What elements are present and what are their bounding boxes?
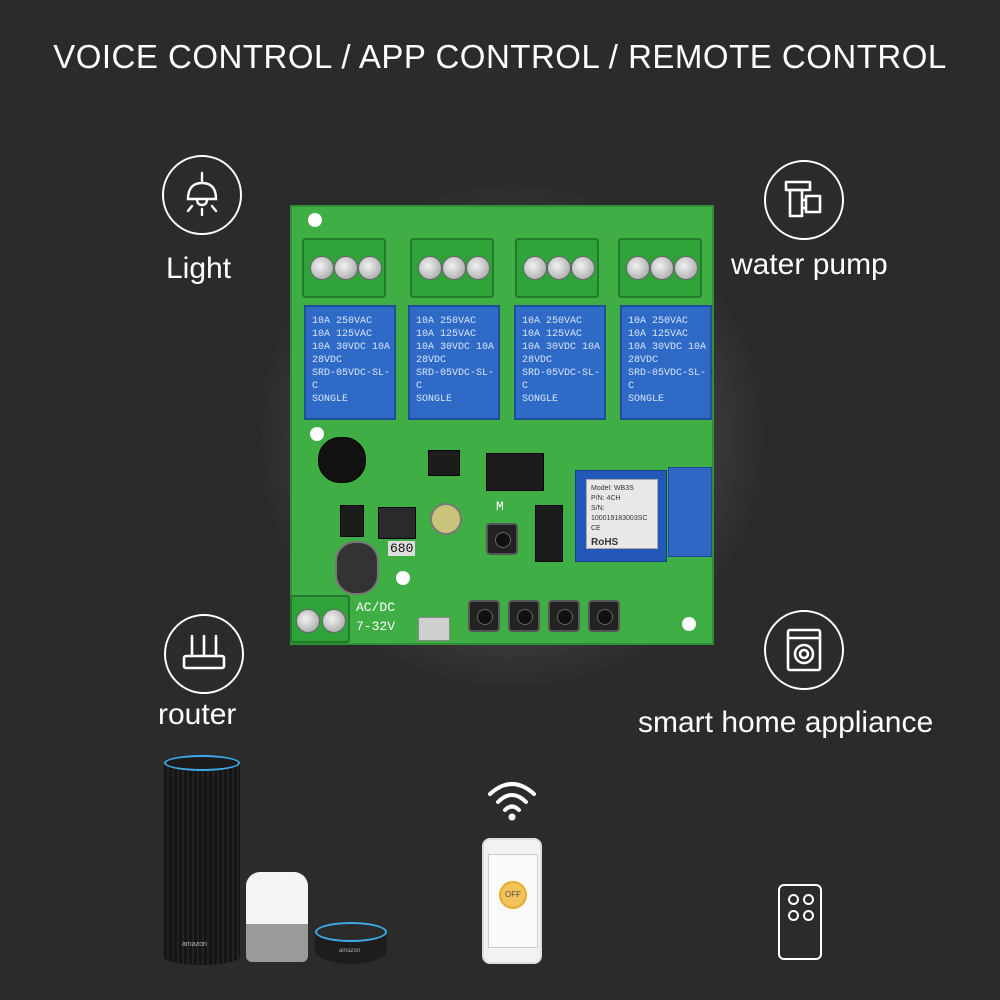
terminal-block-1	[302, 238, 386, 298]
remote-control-icon	[778, 884, 822, 960]
jumper-label: M	[496, 499, 504, 514]
router-label: router	[158, 698, 237, 731]
echo-light-ring	[164, 755, 240, 771]
water-pump-icon	[764, 160, 844, 240]
ic-chip-reg	[340, 505, 364, 537]
ic-chip-main	[486, 453, 544, 491]
mount-hole-2	[310, 427, 324, 441]
terminal-block-2	[410, 238, 494, 298]
terminal-block-3	[515, 238, 599, 298]
wifi-module: Model: WB3S P/N: 4CH S/N: 100019183003SC…	[575, 470, 667, 562]
echo-dot-speaker: amazon	[315, 922, 387, 964]
washing-machine-icon	[764, 610, 844, 690]
light-bulb-icon	[162, 155, 242, 235]
mount-hole-4	[682, 617, 696, 631]
smart-home-appliance-label: smart home appliance	[638, 706, 934, 739]
power-label-1: AC/DC	[356, 600, 396, 615]
dot-brand: amazon	[339, 948, 361, 954]
capacitor-large	[335, 541, 379, 595]
capacitor-small	[430, 503, 462, 535]
relay-button-3[interactable]	[548, 600, 580, 632]
google-home-speaker	[246, 872, 308, 962]
mount-hole-1	[308, 213, 322, 227]
smartphone: OFF	[482, 838, 542, 964]
ic-chip-driver	[535, 505, 563, 562]
power-terminal	[290, 595, 350, 643]
water-pump-label: water pump	[731, 248, 888, 281]
relay-button-2[interactable]	[508, 600, 540, 632]
usb-port	[418, 617, 450, 641]
ic-chip-small	[428, 450, 460, 476]
headline: VOICE CONTROL / APP CONTROL / REMOTE CON…	[53, 38, 947, 75]
phone-power-button[interactable]: OFF	[499, 881, 527, 909]
power-label-2: 7-32V	[356, 619, 396, 634]
dot-light-ring	[315, 922, 387, 942]
rf-coil	[318, 437, 366, 483]
mount-hole-3	[396, 571, 410, 585]
wifi-icon	[488, 782, 536, 821]
inductor-label: 680	[388, 541, 416, 556]
phone-screen: OFF	[488, 854, 538, 948]
inductor	[378, 507, 416, 539]
router-icon	[164, 614, 244, 694]
relay-button-4[interactable]	[588, 600, 620, 632]
pcb-antenna	[668, 467, 712, 557]
terminal-block-4	[618, 238, 702, 298]
echo-brand: amazon	[182, 941, 207, 948]
amazon-echo-speaker: amazon	[164, 755, 240, 965]
relay-button-1[interactable]	[468, 600, 500, 632]
light-label: Light	[166, 252, 232, 285]
reset-button[interactable]	[486, 523, 518, 555]
wifi-module-shield: Model: WB3S P/N: 4CH S/N: 100019183003SC…	[586, 479, 658, 549]
